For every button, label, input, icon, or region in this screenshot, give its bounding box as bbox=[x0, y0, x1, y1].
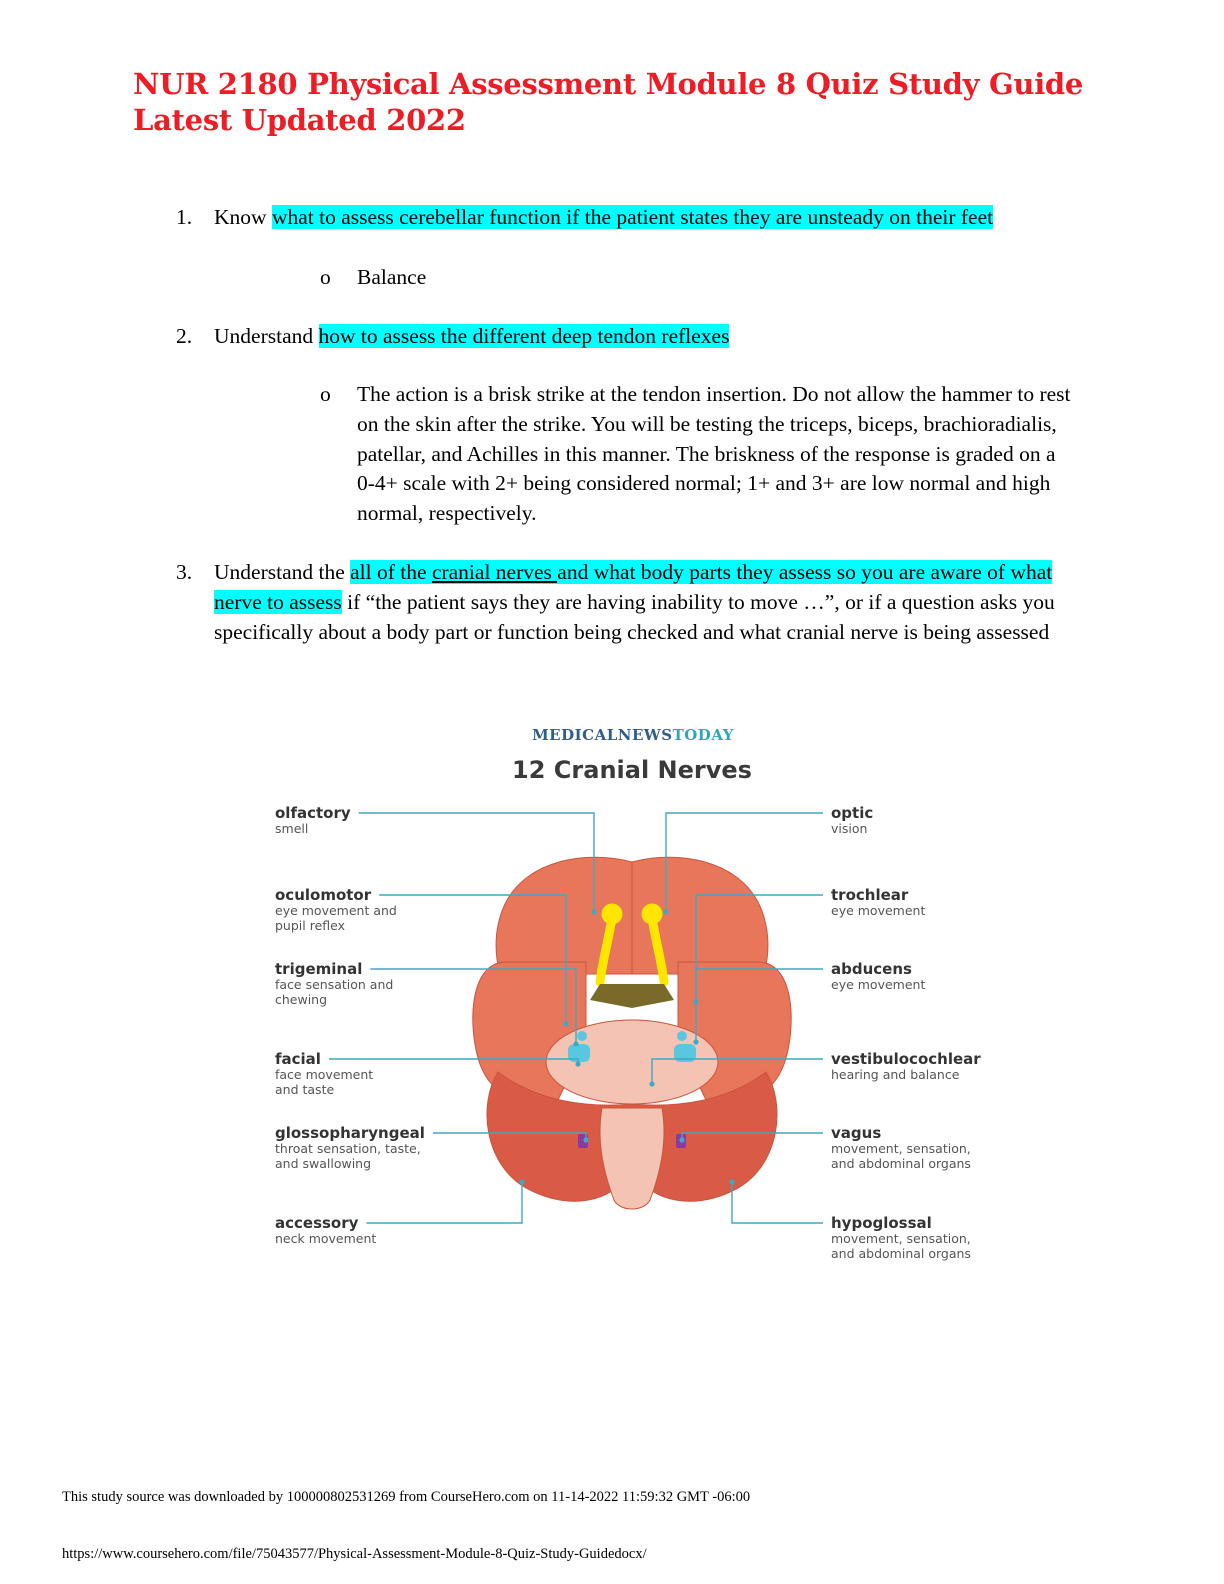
item-number: 3. bbox=[176, 560, 193, 584]
nerve-function: chewing bbox=[275, 992, 327, 1007]
leader-lines bbox=[328, 812, 823, 1224]
medulla bbox=[599, 1107, 665, 1210]
frontal-lobes bbox=[495, 856, 769, 975]
leader-dot bbox=[729, 1179, 735, 1185]
nerve-function: and abdominal organs bbox=[831, 1246, 971, 1261]
nerve-function: pupil reflex bbox=[275, 918, 345, 933]
optic-chiasm bbox=[590, 984, 674, 1008]
leader-line bbox=[366, 1182, 523, 1224]
footer-url[interactable]: https://www.coursehero.com/file/75043577… bbox=[62, 1546, 647, 1562]
item-text: Understand the all of the cranial nerves… bbox=[214, 560, 1055, 644]
brand-medical: MEDICAL bbox=[532, 726, 618, 744]
item-number: 1. bbox=[176, 205, 193, 229]
item-text: Know what to assess cerebellar function … bbox=[214, 205, 994, 229]
nerve-function: eye movement bbox=[831, 903, 925, 918]
nerve-function: eye movement and bbox=[275, 903, 397, 918]
nerve-name: trigeminal bbox=[275, 960, 362, 978]
leader-dot bbox=[575, 1061, 581, 1067]
leader-dot bbox=[573, 1041, 579, 1047]
nerve-name: vestibulocochlear bbox=[831, 1050, 981, 1068]
bullet-marker: o bbox=[320, 265, 331, 289]
nerve-name: optic bbox=[831, 804, 873, 822]
nerve-function: vision bbox=[831, 821, 867, 836]
nerve-function: movement, sensation, bbox=[831, 1141, 971, 1156]
nerve-function: hearing and balance bbox=[831, 1067, 960, 1082]
brand-news: NEWS bbox=[618, 726, 673, 744]
leader-dot bbox=[649, 1081, 655, 1087]
nerve-name: oculomotor bbox=[275, 886, 372, 904]
leader-line bbox=[695, 968, 823, 1042]
cranial-nerves-figure: MEDICALNEWSTODAY 12 Cranial Nerves bbox=[256, 712, 1052, 1282]
leader-dot bbox=[693, 1039, 699, 1045]
highlighted-text: how to assess the different deep tendon … bbox=[318, 324, 730, 348]
leader-line bbox=[695, 894, 823, 1002]
leader-line bbox=[651, 1058, 823, 1084]
nerve-name: abducens bbox=[831, 960, 912, 978]
nerve-name: vagus bbox=[831, 1124, 881, 1142]
nerve-function: and taste bbox=[275, 1082, 334, 1097]
nerve-function: face sensation and bbox=[275, 977, 393, 992]
item-number: 2. bbox=[176, 324, 193, 348]
leader-line bbox=[731, 1182, 823, 1224]
nerve-function: and swallowing bbox=[275, 1156, 371, 1171]
leader-dot bbox=[583, 1137, 589, 1143]
leader-dot bbox=[519, 1179, 525, 1185]
nerve-function: throat sensation, taste, bbox=[275, 1141, 421, 1156]
brand-today: TODAY bbox=[673, 726, 734, 744]
leader-dot bbox=[663, 909, 669, 915]
leader-line bbox=[665, 812, 823, 912]
pons bbox=[545, 1019, 719, 1105]
highlighted-text: what to assess cerebellar function if th… bbox=[271, 205, 994, 229]
highlighted-text: all of the bbox=[350, 560, 432, 584]
nerve-name: glossopharyngeal bbox=[275, 1124, 425, 1142]
nerve-function: neck movement bbox=[275, 1231, 376, 1246]
figure-title: 12 Cranial Nerves bbox=[512, 756, 752, 784]
nerve-function: movement, sensation, bbox=[831, 1231, 971, 1246]
leader-dot bbox=[563, 1021, 569, 1027]
leader-dot bbox=[591, 909, 597, 915]
sub-bullet-text: Balance bbox=[357, 265, 427, 289]
document-title: NUR 2180 Physical Assessment Module 8 Qu… bbox=[133, 67, 1084, 137]
item-text: Understand how to assess the different d… bbox=[214, 324, 730, 348]
nerve-function: face movement bbox=[275, 1067, 373, 1082]
nerve-name: trochlear bbox=[831, 886, 909, 904]
cranial-nerves-diagram: MEDICALNEWSTODAY 12 Cranial Nerves bbox=[275, 726, 981, 1261]
nerve-function: eye movement bbox=[831, 977, 925, 992]
nerve-name: olfactory bbox=[275, 804, 351, 822]
leader-line bbox=[370, 968, 577, 1044]
nerve-name: accessory bbox=[275, 1214, 359, 1232]
nerve-roots bbox=[568, 1031, 696, 1062]
brain-illustration bbox=[472, 856, 792, 1210]
leader-line bbox=[358, 812, 595, 912]
nerve-name: hypoglossal bbox=[831, 1214, 932, 1232]
brand-logo: MEDICALNEWSTODAY bbox=[532, 726, 734, 744]
bullet-marker: o bbox=[320, 382, 331, 406]
leader-line bbox=[379, 894, 567, 1024]
nerve-function: smell bbox=[275, 821, 308, 836]
highlighted-underlined-text: cranial nerves bbox=[431, 560, 558, 584]
leader-dot bbox=[679, 1137, 685, 1143]
nerve-name: facial bbox=[275, 1050, 321, 1068]
sub-bullet-text: The action is a brisk strike at the tend… bbox=[357, 382, 1071, 526]
footer-source: This study source was downloaded by 1000… bbox=[62, 1489, 751, 1505]
nerve-function: and abdominal organs bbox=[831, 1156, 971, 1171]
olfactory-bulbs bbox=[595, 903, 669, 987]
